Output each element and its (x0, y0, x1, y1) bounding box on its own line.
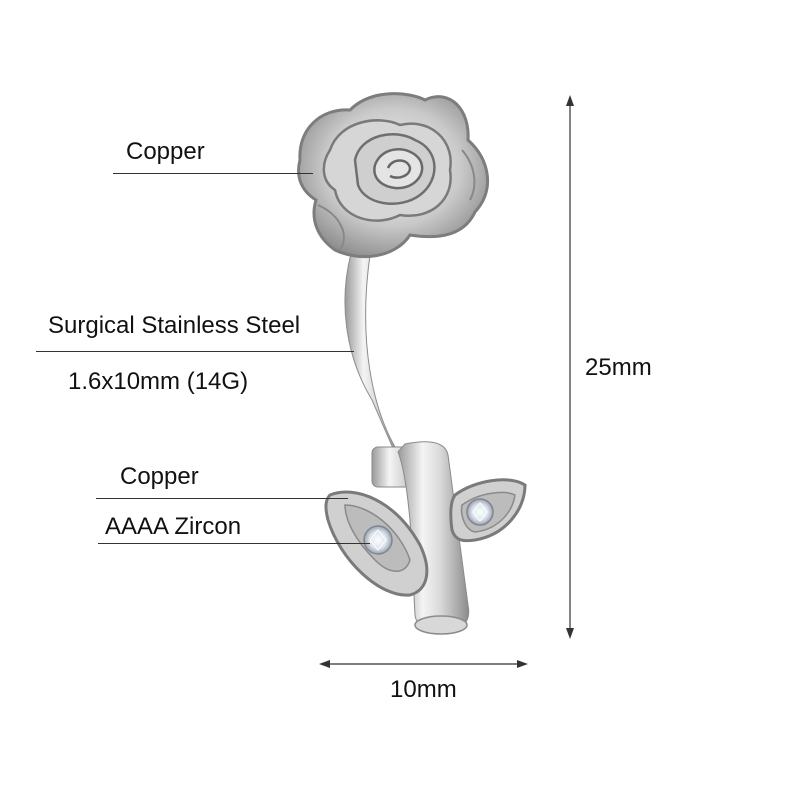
left-leaf (324, 490, 429, 597)
leaf-material-label: Copper (120, 463, 199, 490)
bar-size-label: 1.6x10mm (14G) (68, 368, 249, 395)
leader-line-leaf (96, 498, 348, 499)
height-dimension-label: 25mm (585, 354, 652, 381)
right-leaf (449, 478, 527, 543)
rose-top (297, 92, 490, 259)
left-zircon-gem (363, 525, 393, 555)
height-dimension (566, 95, 574, 639)
bar-material-label: Surgical Stainless Steel (48, 312, 301, 339)
width-dimension (319, 660, 528, 668)
leader-line-zircon (98, 543, 370, 544)
leader-line-top (113, 173, 313, 174)
zircon-label: AAAA Zircon (105, 513, 242, 540)
leader-line-bar (36, 351, 354, 352)
right-zircon-gem (466, 498, 494, 526)
width-dimension-label: 10mm (390, 676, 457, 703)
top-material-label: Copper (126, 138, 205, 165)
